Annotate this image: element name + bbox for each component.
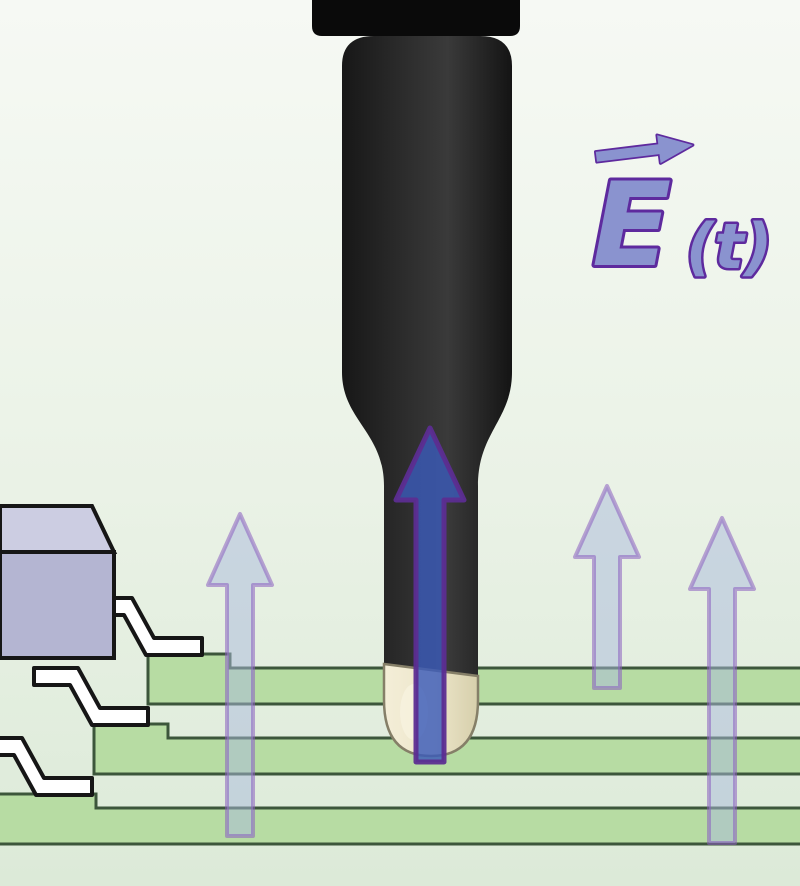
field-arrows bbox=[206, 484, 756, 845]
label-modifier: (t) bbox=[686, 210, 772, 283]
pcb-trace-bottom bbox=[0, 792, 800, 846]
main-field-arrow bbox=[393, 425, 467, 765]
vector-arrow-icon bbox=[593, 133, 695, 165]
ic-chip-front-face bbox=[0, 550, 116, 660]
e-field-label: E (t) bbox=[589, 133, 775, 296]
ic-chip-top-face bbox=[0, 504, 118, 554]
ic-pin-2 bbox=[32, 666, 150, 727]
ic-pin-3 bbox=[0, 736, 94, 797]
ic-pins bbox=[0, 596, 204, 797]
field-arrow-right-inner bbox=[573, 484, 641, 690]
label-symbol: E bbox=[592, 158, 671, 293]
probe-cap bbox=[312, 0, 520, 36]
field-arrow-left bbox=[206, 512, 274, 838]
probe-body bbox=[342, 36, 512, 757]
field-arrow-right-outer bbox=[688, 516, 756, 845]
ic-chip bbox=[0, 504, 118, 660]
